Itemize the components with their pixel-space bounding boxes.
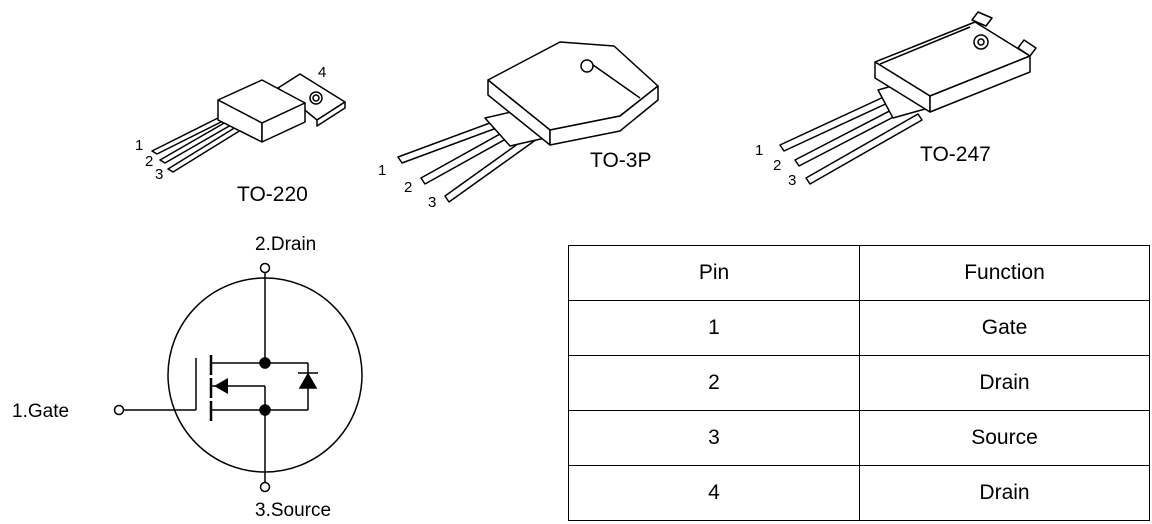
to3p-pin-3-label: 3 (428, 194, 436, 211)
to3p-pin-1-label: 1 (378, 162, 386, 179)
pin-function-cell: Drain (859, 465, 1150, 521)
pin-function-cell: Source (859, 410, 1150, 466)
pin-number-cell: 1 (568, 300, 860, 356)
table-row: 3 Source (568, 410, 1150, 466)
to220-leads (151, 117, 242, 173)
to247-pin-3-label: 3 (788, 172, 796, 189)
source-junction-dot (259, 404, 271, 416)
to220-package-label: TO-220 (237, 183, 308, 206)
drain-terminal-icon (259, 262, 271, 274)
body-arrow-icon (214, 378, 228, 394)
function-column-header: Function (859, 245, 1150, 301)
to3p-pin-2-label: 2 (404, 179, 412, 196)
to247-package-label: TO-247 (920, 143, 991, 166)
to220-pin-4-label: 4 (318, 64, 326, 81)
to247-leads (779, 94, 923, 185)
to220-package (151, 73, 346, 173)
pin-number-cell: 2 (568, 355, 860, 411)
to247-package (779, 11, 1037, 185)
pin-number-cell: 3 (568, 410, 860, 466)
to3p-package-label: TO-3P (590, 149, 651, 172)
source-label: 3.Source (255, 500, 331, 521)
to220-pin-3-label: 3 (155, 166, 163, 183)
to247-pin-1-label: 1 (755, 142, 763, 159)
pin-number-cell: 4 (568, 465, 860, 521)
table-header-row: Pin Function (568, 245, 1150, 301)
gate-terminal-icon (113, 404, 125, 416)
to220-pin-1-label: 1 (135, 137, 143, 154)
gate-label: 1.Gate (12, 401, 69, 422)
to247-body-side (929, 55, 1031, 113)
to3p-body-side (549, 85, 659, 146)
table-row: 1 Gate (568, 300, 1150, 356)
to220-pin-2-label: 2 (145, 153, 153, 170)
to3p-mounting-hole (580, 59, 594, 73)
pin-function-cell: Gate (859, 300, 1150, 356)
pin-function-cell: Drain (859, 355, 1150, 411)
to247-pin-2-label: 2 (773, 157, 781, 174)
source-terminal-icon (259, 481, 271, 493)
mosfet-schematic (113, 262, 363, 493)
to220-body-side (261, 102, 306, 143)
drain-junction-dot (259, 357, 271, 369)
body-diode-icon (298, 372, 318, 389)
to3p-package (397, 41, 659, 203)
table-row: 2 Drain (568, 355, 1150, 411)
drain-label: 2.Drain (255, 234, 316, 255)
pin-column-header: Pin (568, 245, 860, 301)
pin-function-table: Pin Function 1 Gate 2 Drain 3 Source 4 D… (568, 245, 1150, 521)
table-row: 4 Drain (568, 465, 1150, 521)
